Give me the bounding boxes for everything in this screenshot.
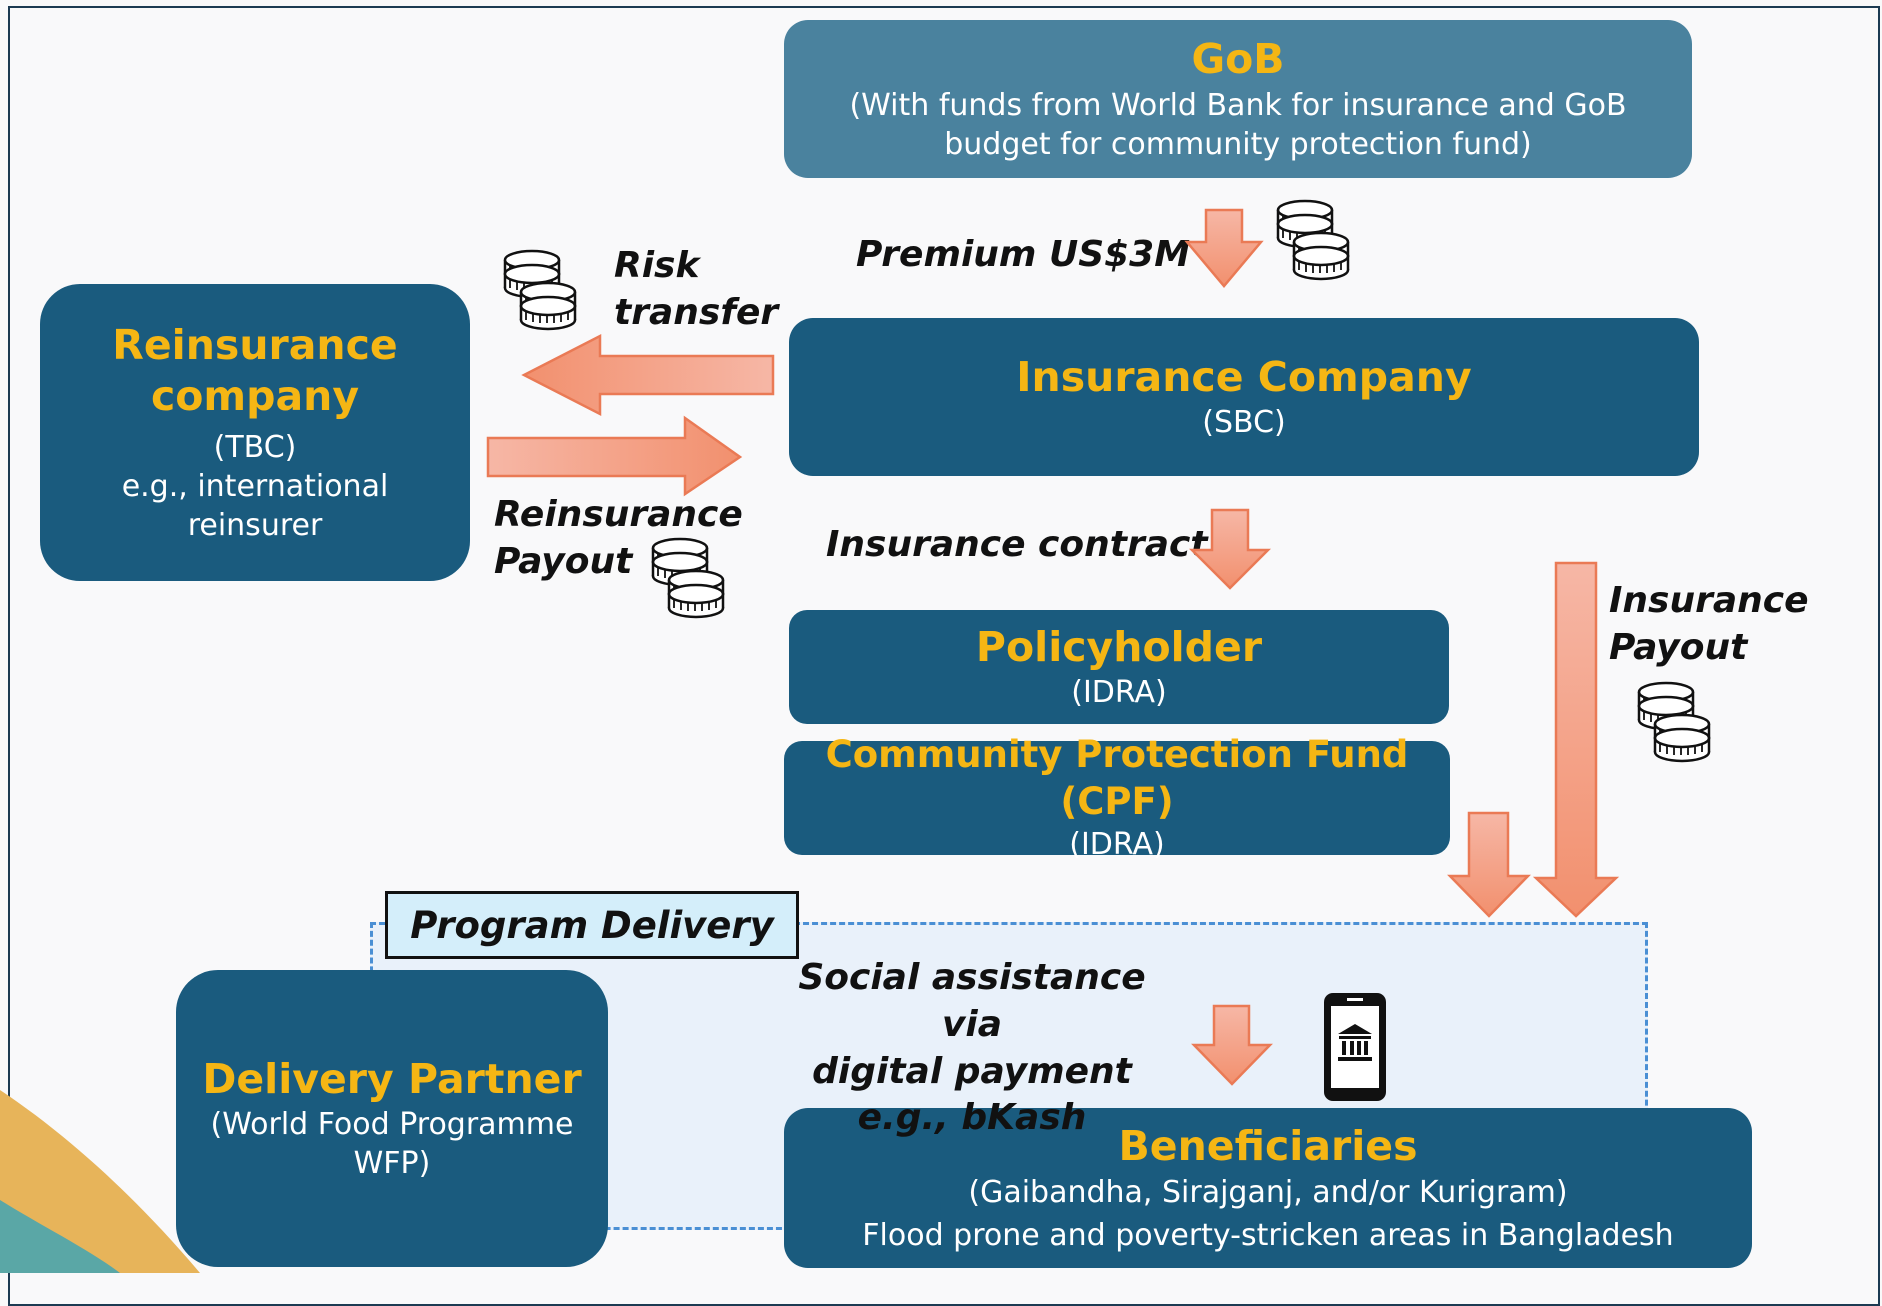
beneficiaries-title: Beneficiaries xyxy=(1118,1122,1418,1171)
gob-box: GoB (With funds from World Bank for insu… xyxy=(784,20,1692,178)
policyholder-sub: (IDRA) xyxy=(1071,675,1167,711)
policyholder-box: Policyholder (IDRA) xyxy=(789,610,1449,724)
risk-transfer-arrow xyxy=(521,333,775,417)
reinsurance-line2: e.g., international xyxy=(121,469,389,505)
beneficiaries-box: Beneficiaries (Gaibandha, Sirajganj, and… xyxy=(784,1108,1752,1268)
reinsurance-payout-line1: Reinsurance xyxy=(494,494,743,535)
gob-line2: budget for community protection fund) xyxy=(944,126,1532,162)
reinsurance-title-line1: Reinsurance xyxy=(112,320,398,369)
social-assistance-line1: Social assistance via xyxy=(798,957,1146,1045)
reinsurance-payout-line2: Payout xyxy=(494,540,633,582)
policyholder-title: Policyholder xyxy=(975,622,1263,671)
coins-icon xyxy=(653,539,723,617)
risk-transfer-line1: Risk xyxy=(614,245,700,286)
cpf-title: Community Protection Fund (CPF) xyxy=(825,733,1409,823)
insurance-payout-line1: Insurance xyxy=(1609,580,1809,621)
gob-line1: (With funds from World Bank for insuranc… xyxy=(849,87,1627,123)
insurance-company-sub: (SBC) xyxy=(1202,405,1286,441)
program-delivery-label: Program Delivery xyxy=(385,891,799,959)
risk-transfer-label: Risk transfer xyxy=(614,243,778,337)
risk-transfer-line2: transfer xyxy=(614,291,779,333)
reinsurance-payout-arrow xyxy=(486,415,743,497)
reinsurance-line3: reinsurer xyxy=(187,508,323,544)
beneficiaries-line1: (Gaibandha, Sirajganj, and/or Kurigram) xyxy=(968,1174,1568,1210)
delivery-partner-title: Delivery Partner xyxy=(202,1054,582,1103)
beneficiaries-line2: Flood prone and poverty-stricken areas i… xyxy=(862,1217,1674,1253)
social-assistance-line2: digital payment xyxy=(812,1050,1132,1092)
program-delivery-text: Program Delivery xyxy=(410,903,774,947)
reinsurance-payout-label: Reinsurance Payout xyxy=(494,492,743,586)
decorative-swoosh xyxy=(0,1090,200,1273)
coins-icon xyxy=(505,251,575,329)
reinsurance-company-box: Reinsurance company (TBC) e.g., internat… xyxy=(40,284,470,581)
delivery-partner-box: Delivery Partner (World Food Programme W… xyxy=(176,970,608,1267)
social-assistance-arrow xyxy=(1191,1004,1273,1086)
social-assistance-line3: e.g., bKash xyxy=(857,1097,1087,1139)
insurance-contract-arrow xyxy=(1188,508,1272,590)
bank-phone-icon xyxy=(1324,993,1386,1101)
arrows-layer xyxy=(486,208,1620,1086)
insurance-company-box: Insurance Company (SBC) xyxy=(789,318,1699,476)
delivery-partner-line2: WFP) xyxy=(353,1146,431,1182)
premium-label: Premium US$3M xyxy=(856,234,1191,275)
social-assistance-label: Social assistance via digital payment e.… xyxy=(776,955,1168,1142)
cpf-arrow xyxy=(1447,811,1531,918)
insurance-payout-arrow xyxy=(1532,561,1620,918)
cpf-box: Community Protection Fund (CPF) (IDRA) xyxy=(784,733,1450,862)
coins-icons-layer xyxy=(0,0,1882,1101)
insurance-contract-label: Insurance contract xyxy=(826,524,1208,565)
reinsurance-title-line2: company xyxy=(150,372,360,420)
cpf-sub: (IDRA) xyxy=(1069,826,1165,862)
coins-icon xyxy=(1278,201,1348,279)
reinsurance-line1: (TBC) xyxy=(213,430,297,466)
gob-title: GoB xyxy=(1191,35,1285,84)
insurance-payout-line2: Payout xyxy=(1609,626,1748,668)
insurance-payout-label: Insurance Payout xyxy=(1609,578,1809,672)
delivery-partner-line1: (World Food Programme xyxy=(210,1107,574,1143)
premium-arrow xyxy=(1184,208,1264,288)
coins-icon xyxy=(1639,683,1709,761)
insurance-company-title: Insurance Company xyxy=(1016,352,1472,401)
